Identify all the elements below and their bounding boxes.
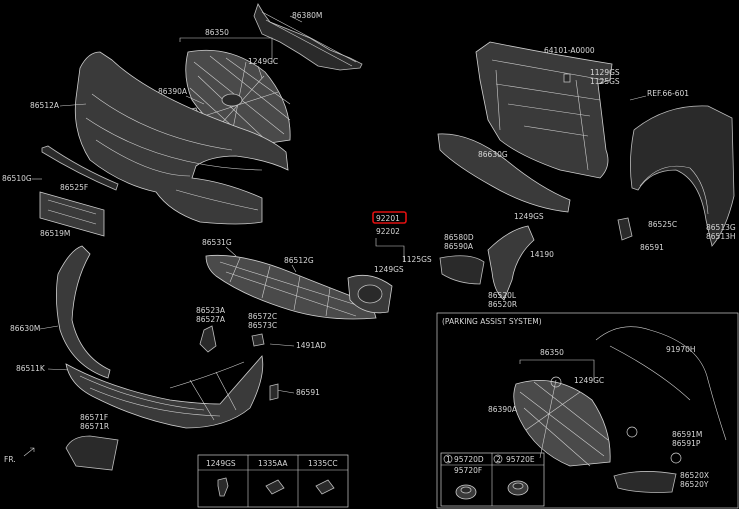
left-side-strip-part[interactable] — [41, 145, 119, 191]
callout-2[interactable]: 2 — [496, 455, 501, 464]
label-86513H[interactable]: 86513H — [706, 232, 736, 241]
callout-1[interactable]: 1 — [446, 455, 451, 464]
label-86630M[interactable]: 86630M — [10, 324, 40, 333]
label-86390A[interactable]: 86390A — [158, 87, 188, 96]
label-86630G[interactable]: 86630G — [478, 150, 508, 159]
label-pa-86591P[interactable]: 86591P — [672, 439, 701, 448]
label-86512A[interactable]: 86512A — [30, 101, 60, 110]
upper-beam-part[interactable] — [437, 133, 571, 213]
callout-circle-4 — [550, 376, 562, 388]
label-86525C[interactable]: 86525C — [648, 220, 677, 229]
label-1249GS-bracket[interactable]: 1249GS — [514, 212, 544, 221]
label-pa-91970H[interactable]: 91970H — [666, 345, 696, 354]
highlight-92201 — [372, 211, 407, 224]
label-86571F[interactable]: 86571F — [80, 413, 108, 422]
screw-icon — [217, 477, 229, 497]
wiring-harness-part[interactable] — [595, 326, 727, 441]
fog-cover-part[interactable] — [439, 255, 485, 285]
fastener-header-3[interactable]: 1335CC — [308, 459, 338, 468]
parking-sensor-part[interactable] — [455, 484, 477, 500]
legend-1-code-b[interactable]: 95720F — [454, 466, 482, 475]
pa-grille-part[interactable] — [513, 379, 611, 467]
label-86513G[interactable]: 86513G — [706, 223, 736, 232]
lower-bumper-absorber-part[interactable] — [65, 355, 264, 429]
label-86580D[interactable]: 86580D — [444, 233, 474, 242]
fender-seal-part[interactable] — [617, 217, 633, 241]
label-1491AD[interactable]: 1491AD — [296, 341, 326, 350]
label-pa-1249GC[interactable]: 1249GC — [574, 376, 604, 385]
label-1129GS[interactable]: 1129GS — [590, 68, 620, 77]
legend-1-code-a[interactable]: 95720D — [454, 455, 484, 464]
label-pa-86350[interactable]: 86350 — [540, 348, 564, 357]
parking-assist-panel: (PARKING ASSIST SYSTEM) 86350 91970H 863… — [436, 312, 739, 509]
label-86527A[interactable]: 86527A — [196, 315, 226, 324]
label-86531G[interactable]: 86531G — [202, 238, 232, 247]
label-1125GS-fog[interactable]: 1125GS — [402, 255, 432, 264]
legend-2-code[interactable]: 95720E — [506, 455, 535, 464]
label-86590A[interactable]: 86590A — [444, 242, 474, 251]
label-1125GS[interactable]: 1125GS — [590, 77, 620, 86]
callout-circle-3 — [626, 426, 638, 438]
label-86525F[interactable]: 86525F — [60, 183, 88, 192]
label-86520L[interactable]: 86520L — [488, 291, 517, 300]
label-fr: FR. — [4, 455, 16, 464]
label-86571R[interactable]: 86571R — [80, 422, 109, 431]
license-plate-bracket-part[interactable] — [39, 191, 105, 237]
bumper-beam-part[interactable] — [56, 245, 111, 379]
front-bumper-cover-part[interactable] — [74, 51, 289, 225]
label-86520R[interactable]: 86520R — [488, 300, 517, 309]
sensor-holder-part[interactable] — [507, 480, 529, 496]
label-pa-86591M[interactable]: 86591M — [672, 430, 702, 439]
fastener-header-1[interactable]: 1249GS — [206, 459, 236, 468]
label-64101[interactable]: 64101-A0000 — [544, 46, 595, 55]
clip-icon — [265, 479, 285, 495]
parking-assist-title[interactable]: (PARKING ASSIST SYSTEM) — [442, 317, 542, 326]
label-86572C[interactable]: 86572C — [248, 312, 277, 321]
label-86523A[interactable]: 86523A — [196, 306, 226, 315]
label-pa-86520Y[interactable]: 86520Y — [680, 480, 709, 489]
fog-lamp-part[interactable] — [347, 274, 393, 314]
label-pa-86390A[interactable]: 86390A — [488, 405, 518, 414]
label-86591[interactable]: 86591 — [296, 388, 320, 397]
label-92202[interactable]: 92202 — [376, 227, 400, 236]
label-86511K[interactable]: 86511K — [16, 364, 46, 373]
label-1249GC[interactable]: 1249GC — [248, 57, 278, 66]
label-86380M[interactable]: 86380M — [292, 11, 322, 20]
callout-circle-2 — [670, 452, 682, 464]
fastener-table: 1249GS 1335AA 1335CC — [197, 454, 349, 508]
bumper-clip-left-part[interactable] — [199, 325, 217, 353]
fastener-header-2[interactable]: 1335AA — [258, 459, 288, 468]
label-86350[interactable]: 86350 — [205, 28, 229, 37]
label-86573C[interactable]: 86573C — [248, 321, 277, 330]
lower-trim-part[interactable] — [65, 435, 119, 471]
carrier-bolt-part[interactable] — [563, 73, 571, 83]
bolt-part[interactable] — [269, 383, 279, 401]
front-end-carrier-part[interactable] — [475, 41, 613, 179]
front-fender-part[interactable] — [630, 105, 735, 247]
label-14190[interactable]: 14190 — [530, 250, 554, 259]
fog-bracket-part[interactable] — [487, 225, 535, 301]
label-92201[interactable]: 92201 — [376, 214, 400, 223]
label-86512G[interactable]: 86512G — [284, 256, 314, 265]
label-86591-fender[interactable]: 86591 — [640, 243, 664, 252]
lower-grille-part[interactable] — [205, 254, 377, 320]
label-ref-66601[interactable]: REF.66-601 — [647, 89, 689, 98]
label-86519M[interactable]: 86519M — [40, 229, 70, 238]
pa-lower-cover-part[interactable] — [613, 471, 677, 493]
bumper-clip-right-part[interactable] — [251, 333, 265, 347]
label-86510G[interactable]: 86510G — [2, 174, 32, 183]
label-1249GS-fog[interactable]: 1249GS — [374, 265, 404, 274]
label-pa-86520X[interactable]: 86520X — [680, 471, 709, 480]
clip-icon-2 — [315, 479, 335, 495]
